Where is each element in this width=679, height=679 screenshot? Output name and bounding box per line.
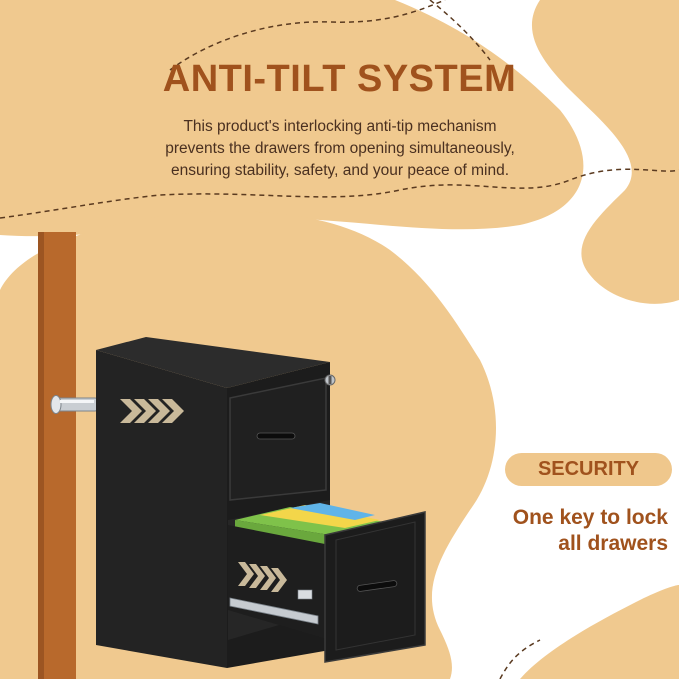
description-line-3: ensuring stability, safety, and your pea… [170, 162, 510, 179]
bottom-drawer-handle [356, 580, 398, 592]
security-badge-label: SECURITY [537, 458, 640, 480]
chevron-arrows-icon [120, 399, 184, 423]
description-line-2: prevents the drawers from opening simult… [165, 140, 515, 157]
drawer-slide-rail [229, 597, 319, 625]
wall-post [38, 232, 76, 679]
lock-caption-line-1: One key to lock [512, 506, 668, 529]
lock-caption-line-2: all drawers [558, 532, 668, 555]
page-title: ANTI-TILT SYSTEM [162, 58, 517, 100]
security-badge: SECURITY [505, 453, 672, 486]
description: This product's interlocking anti-tip mec… [120, 116, 560, 182]
key-lock-icon [324, 374, 336, 386]
lock-caption: One key to lock all drawers [513, 505, 668, 557]
anti-tilt-bolt [50, 395, 99, 414]
top-drawer-handle [256, 432, 296, 440]
description-line-1: This product's interlocking anti-tip mec… [183, 118, 497, 135]
